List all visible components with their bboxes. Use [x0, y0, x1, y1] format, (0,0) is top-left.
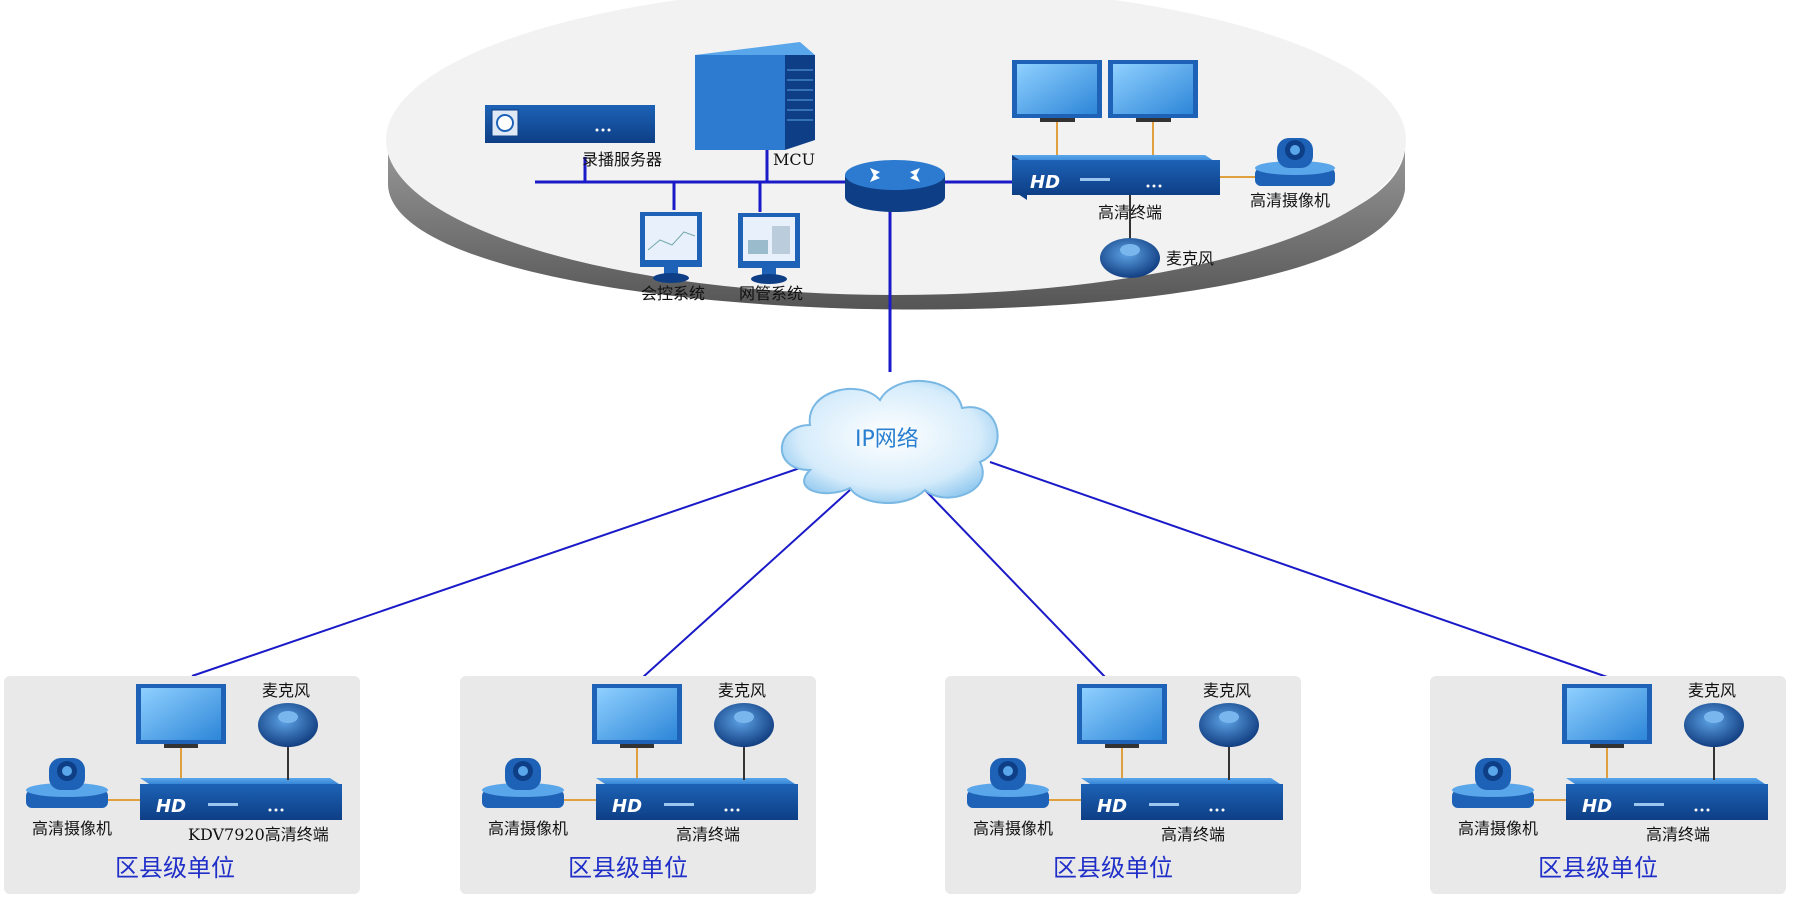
hq-camera: 高清摄像机: [1220, 138, 1335, 210]
hq-camera-label: 高清摄像机: [1250, 191, 1330, 210]
branch-microphone-label: 麦克风: [262, 681, 310, 700]
branch-hd-terminal: HD: [140, 778, 342, 820]
ip-network-cloud: IP网络: [780, 380, 999, 504]
hq-hd-badge: HD: [1030, 172, 1060, 193]
branch-microphone: [1684, 703, 1744, 780]
branch-camera-label: 高清摄像机: [32, 819, 112, 838]
hq-platform: [386, 0, 1406, 310]
branch-monitor: [1562, 684, 1652, 778]
recording-server: 录播服务器: [485, 105, 662, 169]
branch-terminal-label: 高清终端: [676, 825, 740, 844]
branch-unit-title: 区县级单位: [1053, 854, 1173, 882]
branch-microphone: [258, 703, 318, 780]
branch-monitor: [136, 684, 226, 778]
branch-microphone-label: 麦克风: [1688, 681, 1736, 700]
branch-hd-badge: HD: [1582, 796, 1612, 817]
branch-terminal-label: KDV7920高清终端: [188, 825, 329, 844]
branch-terminal-label: 高清终端: [1646, 825, 1710, 844]
branch-hd-terminal: HD: [1566, 778, 1768, 820]
branch-monitor: [1077, 684, 1167, 778]
hq-microphone: 麦克风: [1100, 195, 1214, 278]
network-management-pc: 网管系统: [738, 213, 803, 303]
branch-unit-title: 区县级单位: [568, 854, 688, 882]
hq-lan-bus: [535, 145, 1012, 372]
branch-monitor: [592, 684, 682, 778]
conference-control-label: 会控系统: [641, 284, 705, 303]
branch-camera: [967, 758, 1081, 808]
hq-microphone-label: 麦克风: [1166, 249, 1214, 268]
branch-camera: [1452, 758, 1566, 808]
router: [845, 160, 945, 212]
branch-camera-label: 高清摄像机: [973, 819, 1053, 838]
branch-camera: [482, 758, 596, 808]
branch-microphone-label: 麦克风: [718, 681, 766, 700]
mcu-server: MCU: [695, 42, 815, 169]
branch-hd-badge: HD: [1097, 796, 1127, 817]
branch-microphone: [1199, 703, 1259, 780]
branch-unit-title: 区县级单位: [115, 854, 235, 882]
branch-terminal-label: 高清终端: [1161, 825, 1225, 844]
mcu-label: MCU: [773, 150, 815, 169]
branch-microphone-label: 麦克风: [1203, 681, 1251, 700]
branch-camera-label: 高清摄像机: [1458, 819, 1538, 838]
conference-control-pc: 会控系统: [640, 212, 705, 303]
network-management-label: 网管系统: [739, 284, 803, 303]
branch-unit-title: 区县级单位: [1538, 854, 1658, 882]
branch-hd-terminal: HD: [596, 778, 798, 820]
wan-links: [191, 461, 1611, 679]
branch-microphone: [714, 703, 774, 780]
branch-camera-label: 高清摄像机: [488, 819, 568, 838]
hq-monitors: [1012, 60, 1198, 155]
recording-server-label: 录播服务器: [582, 150, 662, 169]
branch-hd-badge: HD: [612, 796, 642, 817]
hq-hd-terminal: HD 高清终端: [1012, 155, 1220, 222]
branch-hd-badge: HD: [156, 796, 186, 817]
ip-network-label: IP网络: [855, 427, 919, 452]
branch-camera: [26, 758, 140, 808]
branch-hd-terminal: HD: [1081, 778, 1283, 820]
